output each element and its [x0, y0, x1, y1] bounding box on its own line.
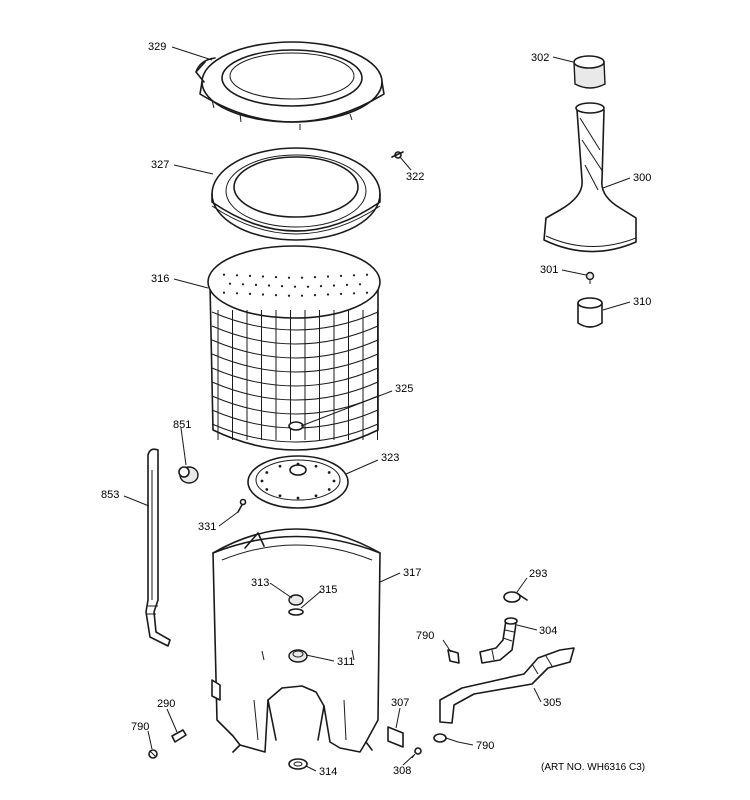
label-327: 327	[151, 159, 169, 171]
label-790-left: 790	[131, 721, 149, 733]
part-300-agitator	[543, 102, 637, 253]
part-301-screw	[585, 271, 595, 284]
part-331-screw	[237, 498, 247, 513]
label-301: 301	[540, 264, 558, 276]
hub-plate-holes	[260, 462, 336, 500]
label-790-mid: 790	[416, 630, 434, 642]
part-308-screw	[411, 747, 422, 759]
label-317: 317	[403, 567, 421, 579]
basket-holes	[222, 273, 369, 297]
part-290-plug	[171, 729, 187, 743]
part-315-washer	[288, 608, 304, 616]
part-327-balance-ring	[211, 147, 381, 241]
part-790-clip-mid	[447, 649, 460, 664]
part-305-drain-hose	[439, 647, 575, 724]
label-851: 851	[173, 419, 191, 431]
part-329-tub-cover	[195, 41, 385, 130]
part-322-screw	[391, 151, 404, 159]
label-323: 323	[381, 452, 399, 464]
part-317-outer-tub	[211, 528, 381, 753]
part-790-clip-right	[433, 733, 459, 743]
leader-lines	[123, 46, 631, 772]
part-311-seal	[288, 649, 308, 663]
label-315: 315	[319, 584, 337, 596]
label-314: 314	[319, 766, 337, 778]
label-322: 322	[406, 171, 424, 183]
label-305: 305	[543, 697, 561, 709]
label-293: 293	[529, 568, 547, 580]
label-307: 307	[391, 697, 409, 709]
part-310-coupling	[577, 297, 603, 328]
label-300: 300	[633, 172, 651, 184]
part-293-clamp	[503, 591, 528, 603]
label-290: 290	[157, 698, 175, 710]
part-313-nut	[288, 594, 304, 606]
part-790-clip-left	[148, 749, 158, 759]
part-851-knob	[178, 466, 199, 484]
part-labels: 329 327 322 316 325 851 853 323 331 317 …	[101, 41, 651, 778]
label-316: 316	[151, 273, 169, 285]
label-853: 853	[101, 489, 119, 501]
part-304-hose	[479, 617, 518, 664]
label-302: 302	[531, 52, 549, 64]
label-325: 325	[395, 383, 413, 395]
label-313: 313	[251, 577, 269, 589]
label-308: 308	[393, 765, 411, 777]
label-310: 310	[633, 296, 651, 308]
label-790-right: 790	[476, 740, 494, 752]
label-311: 311	[337, 656, 355, 668]
label-331: 331	[198, 521, 216, 533]
part-853-rod	[145, 448, 171, 647]
label-329: 329	[148, 41, 166, 53]
art-number: (ART NO. WH6316 C3)	[541, 762, 645, 773]
part-316-wash-basket	[207, 245, 381, 451]
part-307-bracket	[387, 726, 404, 748]
part-314-gasket	[288, 758, 308, 770]
label-304: 304	[539, 625, 557, 637]
part-302-agitator-cap	[573, 55, 606, 89]
part-323-hub-plate	[247, 455, 349, 509]
